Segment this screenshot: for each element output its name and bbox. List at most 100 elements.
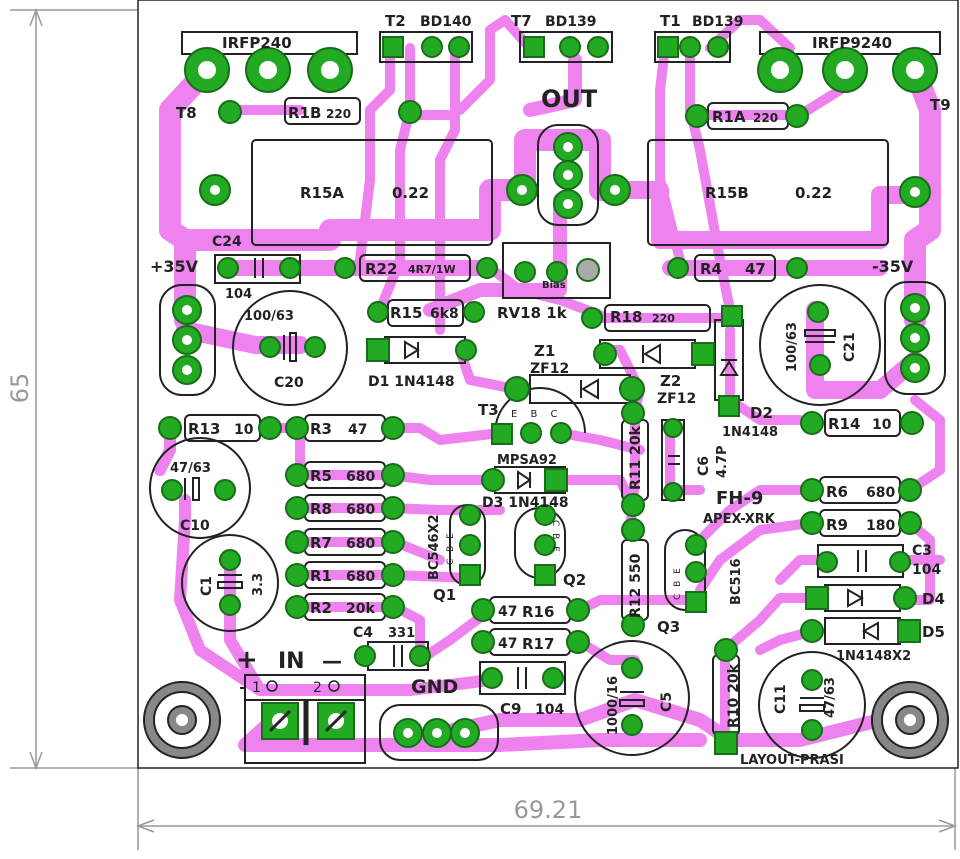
label-irfp240: IRFP240 <box>222 34 292 52</box>
label-q2-pins: C B E <box>550 520 560 554</box>
width-dimension: 69.21 <box>514 796 583 824</box>
label-r6: R6 <box>826 483 848 501</box>
label-z2: Z2 <box>660 372 681 390</box>
label-r4: R4 <box>700 260 722 278</box>
label-r3-val: 47 <box>348 422 367 438</box>
label-r5-val: 680 <box>346 469 375 485</box>
r15b-body <box>647 139 889 246</box>
label-credit: LAYOUT-PRASI <box>740 753 844 768</box>
label-c24-val: 104 <box>225 287 252 302</box>
t7-body <box>519 31 613 63</box>
label-term-1: 1 <box>252 680 261 696</box>
label-c10-val: 47/63 <box>170 461 211 476</box>
label-c5: C5 <box>659 692 675 712</box>
label-c11: C11 <box>773 684 789 714</box>
neg-supply-connector-body <box>884 281 946 395</box>
label-t8: T8 <box>176 104 197 122</box>
label-t2: T2 <box>385 12 406 30</box>
label-r11: R11 20k <box>628 425 644 490</box>
out-connector-body <box>537 124 599 226</box>
label-r15a: R15A <box>300 184 344 202</box>
label-r22-val: 4R7/1W <box>408 263 456 276</box>
label-gnd: GND <box>411 676 458 698</box>
label-r5: R5 <box>310 467 332 485</box>
t1-body <box>654 31 731 63</box>
label-in-minus: — <box>322 649 342 673</box>
label-r15-val: 6k8 <box>430 306 459 322</box>
label-c4: C4 <box>353 625 373 641</box>
label-r8: R8 <box>310 500 332 518</box>
label-c6-val: 4.7P <box>715 445 730 478</box>
label-t9: T9 <box>930 96 951 114</box>
label-r15a-val: 0.22 <box>392 184 429 202</box>
label-t3-pins: E B C <box>511 409 563 420</box>
label-in: IN <box>278 649 305 674</box>
label-r14-val: 10 <box>872 417 892 433</box>
label-r16-val: 47 <box>498 604 517 620</box>
label-r7: R7 <box>310 534 332 552</box>
label-c1: C1 <box>199 576 215 596</box>
t2-body <box>379 31 473 63</box>
label-r17: R17 <box>522 635 554 653</box>
label-neg-supply: -35V <box>872 257 914 276</box>
label-d4: D4 <box>922 590 945 608</box>
label-c20-val: 100/63 <box>244 309 294 324</box>
label-c3: C3 <box>912 543 932 559</box>
mounting-holes <box>143 681 949 759</box>
dimension-lines <box>10 7 958 850</box>
label-c9-val: 104 <box>535 702 564 718</box>
label-r8-val: 680 <box>346 502 375 518</box>
label-r3: R3 <box>310 420 332 438</box>
label-t1: T1 <box>660 12 681 30</box>
height-dimension: 65 <box>6 373 34 404</box>
label-t7-part: BD139 <box>545 14 597 30</box>
input-terminal-body <box>244 674 366 764</box>
component-symbols <box>184 258 879 712</box>
label-c9: C9 <box>500 700 521 718</box>
label-r9: R9 <box>826 516 848 534</box>
label-r12: R12 550 <box>628 553 644 618</box>
label-r10: R10 20k <box>726 663 742 728</box>
label-d2-val: 1N4148 <box>722 425 778 440</box>
label-r17-val: 47 <box>498 636 517 652</box>
label-t3: T3 <box>478 401 499 419</box>
label-bc546x2: BC546X2 <box>427 514 442 580</box>
label-r9-val: 180 <box>866 518 895 534</box>
label-r13: R13 <box>188 420 220 438</box>
label-r15b-val: 0.22 <box>795 184 832 202</box>
label-z2-val: ZF12 <box>657 391 696 407</box>
silkscreen-text: IRFP240 IRFP9240 T2 BD140 T7 BD139 T1 BD… <box>150 12 951 768</box>
label-bc516: BC516 <box>729 558 744 605</box>
pos-supply-connector-body <box>159 284 216 396</box>
label-c24: C24 <box>212 234 242 250</box>
label-in-plus: + <box>236 645 258 675</box>
label-d45-val: 1N4148X2 <box>836 649 911 664</box>
label-r18-val: 220 <box>652 312 675 325</box>
label-r1b: R1B <box>288 104 321 122</box>
label-q2: Q2 <box>563 571 586 589</box>
label-c21-val: 100/63 <box>785 322 800 372</box>
label-r1a-val: 220 <box>753 111 778 125</box>
label-irfp9240: IRFP9240 <box>812 34 892 52</box>
label-r13-val: 10 <box>234 422 254 438</box>
label-r16: R16 <box>522 603 554 621</box>
terminal-indicators <box>266 680 340 692</box>
label-pos-supply: +35V <box>150 257 199 276</box>
label-r22: R22 <box>365 260 397 278</box>
label-rv18: RV18 1k <box>497 304 568 322</box>
gnd-connector-body <box>379 704 499 761</box>
label-r2-val: 20k <box>346 601 375 617</box>
rv18-body <box>502 242 611 299</box>
label-term-2: 2 <box>313 680 322 696</box>
label-r1b-val: 220 <box>326 107 351 121</box>
label-bias: Bias <box>542 280 566 291</box>
label-r7-val: 680 <box>346 536 375 552</box>
terminal-screws <box>268 700 348 745</box>
label-r2: R2 <box>310 599 332 617</box>
label-c3-val: 104 <box>912 562 941 578</box>
label-r14: R14 <box>828 415 860 433</box>
label-out: OUT <box>541 85 598 113</box>
label-q1: Q1 <box>433 586 456 604</box>
